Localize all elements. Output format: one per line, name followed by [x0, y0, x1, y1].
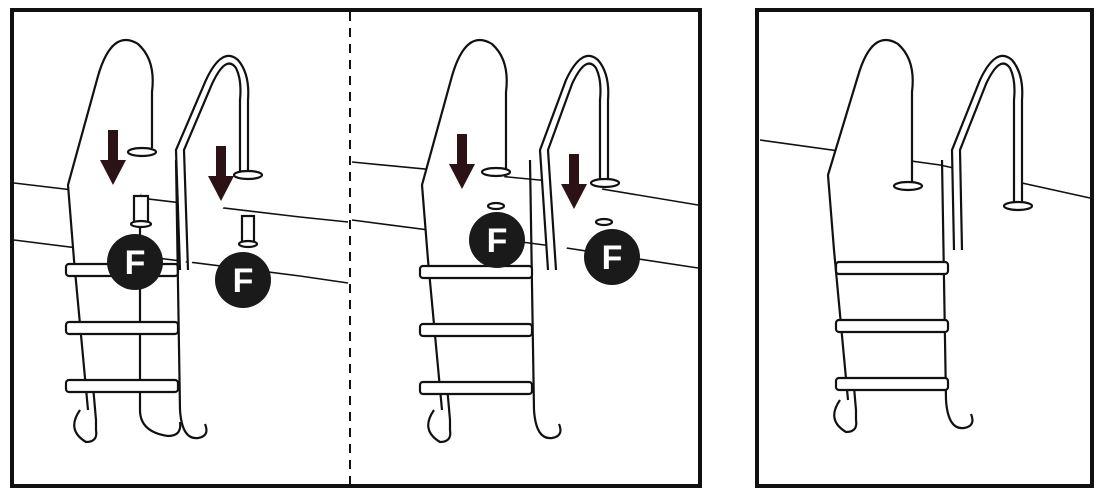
ladder-rear	[174, 54, 264, 271]
frame-left	[10, 8, 702, 488]
rail-front-inner	[826, 38, 914, 401]
f-badge-label: F	[233, 262, 254, 300]
ladder-rear	[950, 54, 1034, 251]
rail-back	[528, 159, 536, 411]
step-1	[834, 260, 950, 276]
step-2	[834, 318, 950, 334]
step-3	[834, 376, 950, 392]
rear-flange	[1002, 200, 1034, 212]
f-badge-label: F	[125, 244, 146, 282]
panel-step-3	[759, 38, 1091, 434]
rail-hook	[944, 399, 974, 430]
step-3	[64, 378, 180, 394]
rail-back	[138, 160, 182, 438]
f-badge: F	[215, 252, 271, 308]
flange	[892, 180, 924, 192]
pool-wall-top-edge	[759, 139, 1091, 199]
arrow-down-icon	[208, 146, 234, 201]
pool-wall-bottom-edge	[351, 219, 699, 269]
arrow-down-icon	[561, 154, 587, 209]
step-3	[418, 380, 534, 396]
rear-flange	[232, 169, 264, 181]
flange	[480, 166, 512, 178]
flange	[126, 146, 158, 158]
rear-anchor-socket-rim	[237, 239, 259, 249]
ladder-front	[826, 38, 974, 434]
rail-hook	[532, 409, 562, 440]
arrow-down-icon	[100, 130, 126, 185]
rear-flange	[589, 177, 621, 189]
rail-back	[940, 159, 948, 401]
step-2	[64, 320, 180, 336]
f-badge-label: F	[487, 222, 508, 260]
step-2	[418, 322, 534, 338]
rail-front-inner	[420, 38, 508, 411]
step-1	[418, 264, 534, 280]
anchor-socket	[132, 194, 150, 224]
rear-anchor-socket	[240, 214, 256, 244]
pool-wall-top-edge	[351, 161, 699, 206]
rail-front-inner	[66, 38, 154, 411]
f-badge: F	[107, 234, 163, 290]
f-badge: F	[584, 229, 640, 285]
anchor-socket-rim	[129, 219, 153, 229]
rail-hook	[178, 409, 208, 440]
frame-right	[755, 8, 1094, 488]
panel-step-1: F F	[13, 38, 349, 444]
f-badge-label: F	[602, 239, 623, 277]
anchor-cap	[486, 201, 506, 211]
rear-rail-front-inner	[182, 62, 242, 271]
arrow-down-icon	[449, 134, 475, 189]
rear-anchor-cap	[594, 217, 614, 227]
ladder-front	[64, 38, 208, 444]
panel-step-2: F F	[351, 38, 699, 444]
ladder-front	[418, 38, 562, 444]
f-badge: F	[469, 212, 525, 268]
rear-rail-front-inner	[958, 62, 1016, 251]
